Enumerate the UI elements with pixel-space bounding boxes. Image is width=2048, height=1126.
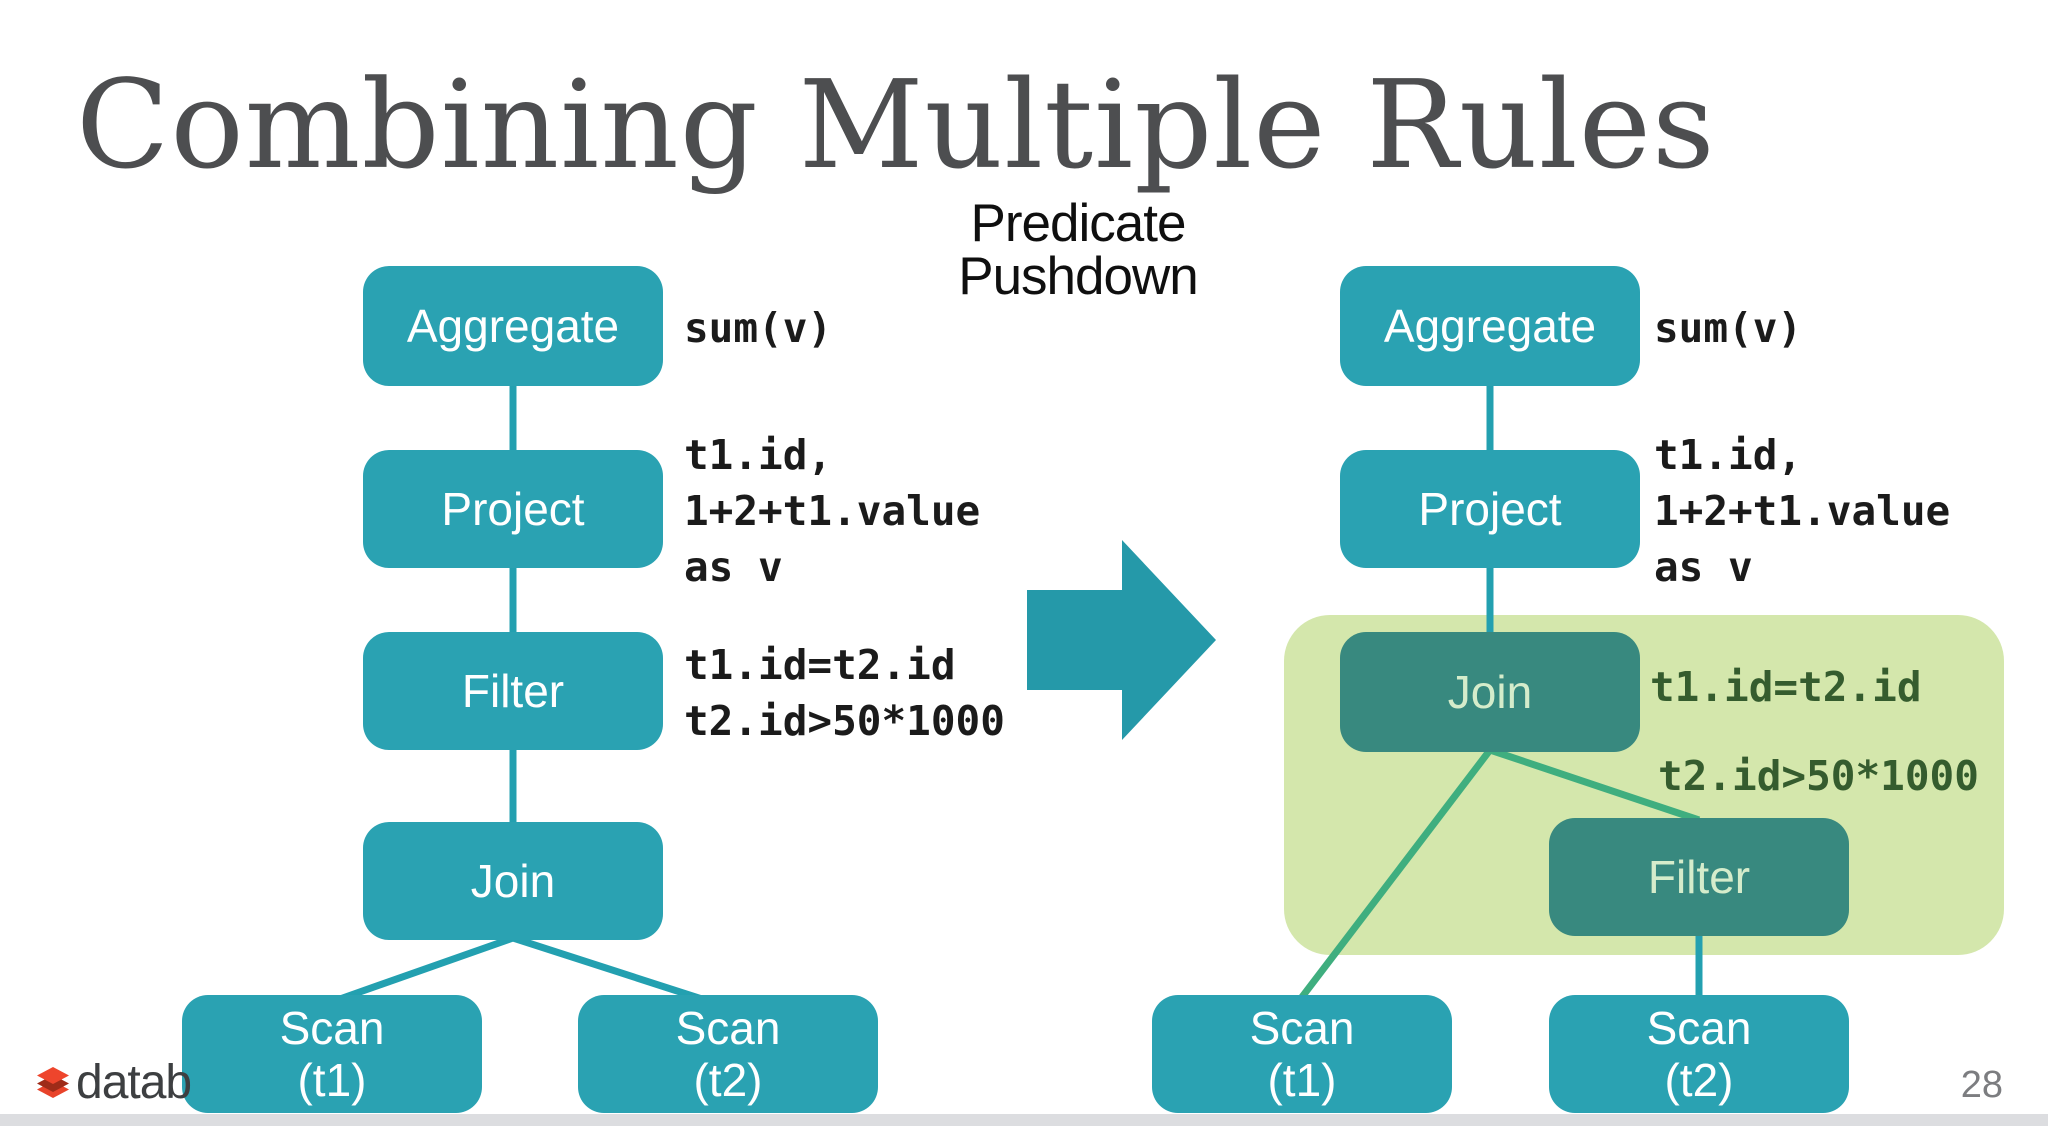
bottom-edge-strip xyxy=(0,1114,2048,1126)
annotation-aggregate-right: sum(v) xyxy=(1654,304,1803,352)
node-scan-t2-right: Scan (t2) xyxy=(1549,995,1849,1113)
left-tree-connectors xyxy=(335,386,707,1004)
annotation-aggregate-left: sum(v) xyxy=(684,304,833,352)
annotation-project-right: t1.id, 1+2+t1.value as v xyxy=(1654,431,1951,591)
annotation-filter-right: t2.id>50*1000 xyxy=(1658,752,1979,800)
node-join-left: Join xyxy=(363,822,663,940)
connector-join-filter-right xyxy=(1488,746,1701,824)
page-title: Combining Multiple Rules xyxy=(76,54,1716,196)
subtitle: Predicate Pushdown xyxy=(958,194,1199,306)
node-filter-left: Filter xyxy=(363,632,663,750)
node-scan-t1-right: Scan (t1) xyxy=(1152,995,1452,1113)
node-project-left: Project xyxy=(363,450,663,568)
annotation-join-right: t1.id=t2.id xyxy=(1650,663,1922,711)
right-tree-connectors xyxy=(1299,386,1703,1000)
connector-join-scan2-left xyxy=(511,934,707,1004)
node-aggregate-left: Aggregate xyxy=(363,266,663,386)
transform-arrow-icon xyxy=(1027,540,1216,740)
node-join-right: Join xyxy=(1340,632,1640,752)
node-project-right: Project xyxy=(1340,450,1640,568)
page-number: 28 xyxy=(1960,1064,2003,1106)
connector-join-scan1-right xyxy=(1299,747,1493,1000)
node-aggregate-right: Aggregate xyxy=(1340,266,1640,386)
annotation-project-left: t1.id, 1+2+t1.value as v xyxy=(684,431,981,591)
databricks-logo-icon xyxy=(37,1067,69,1098)
node-filter-right: Filter xyxy=(1549,818,1849,936)
databricks-logo: datab xyxy=(36,1056,192,1109)
node-scan-t1-left: Scan (t1) xyxy=(182,995,482,1113)
connector-join-scan1-left xyxy=(335,934,515,1004)
databricks-logo-text: datab xyxy=(76,1056,192,1109)
annotation-filter-left: t1.id=t2.id t2.id>50*1000 xyxy=(684,641,1005,745)
logo-brick-top xyxy=(37,1067,69,1084)
node-scan-t2-left: Scan (t2) xyxy=(578,995,878,1113)
